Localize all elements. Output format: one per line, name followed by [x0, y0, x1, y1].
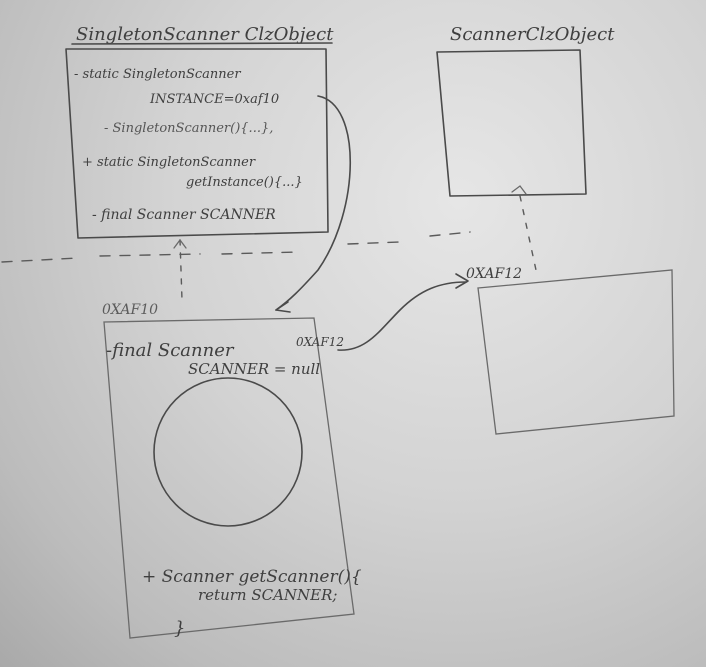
singleton-clz-object: SingletonScanner ClzObject - static Sing… [65, 24, 334, 239]
instance-method-line2: return SCANNER; [198, 586, 337, 604]
scanner-instance-box-outline [477, 269, 675, 435]
scanner-dashed-link-arrowhead [511, 185, 527, 195]
singleton-member-3-line2: getInstance(){...} [186, 175, 303, 190]
instance-reference-arrow [275, 95, 351, 311]
singleton-member-1-line1: - static SingletonScanner [74, 67, 241, 82]
scanner-reference-arrow [337, 281, 467, 351]
scanner-instance-object: 0XAF12 [466, 266, 675, 435]
instance-field-line2: SCANNER = null [188, 360, 320, 378]
singleton-instance-object: 0XAF10 -final Scanner SCANNER = null 0XA… [102, 302, 362, 639]
instance-field-line1: -final Scanner [106, 340, 235, 361]
instance-method-close: } [174, 618, 185, 639]
singleton-to-instance-dashed-link [179, 239, 183, 301]
singleton-box-outline [65, 48, 329, 239]
singleton-member-4-line1: - final Scanner SCANNER [92, 207, 276, 223]
instance-field-value-address: 0XAF12 [296, 335, 344, 349]
singleton-title-underline [71, 42, 333, 45]
scanner-reference-arrowhead [455, 273, 469, 289]
instance-box-outline [103, 317, 355, 639]
scanner-clz-box-outline [436, 49, 587, 197]
scanner-clz-title: ScannerClzObject [450, 24, 615, 45]
scanner-instance-address: 0XAF12 [466, 266, 522, 282]
singleton-member-3-line1: + static SingletonScanner [82, 155, 256, 170]
singleton-clz-title: SingletonScanner ClzObject [76, 24, 334, 45]
scanner-clz-object: ScannerClzObject [436, 24, 615, 197]
singleton-member-1-line2: INSTANCE=0xaf10 [149, 92, 279, 107]
instance-address-label: 0XAF10 [102, 302, 158, 318]
singleton-member-2-line1: - SingletonScanner(){...}, [104, 121, 273, 136]
scanner-clz-to-instance-dashed-link [519, 195, 537, 271]
instance-reference-arrowhead [275, 301, 291, 313]
instance-method-line1: + Scanner getScanner(){ [142, 567, 362, 587]
memory-divider-line [1, 231, 471, 263]
dashed-link-arrowhead [173, 238, 187, 249]
scanner-instance-circle [153, 377, 303, 527]
